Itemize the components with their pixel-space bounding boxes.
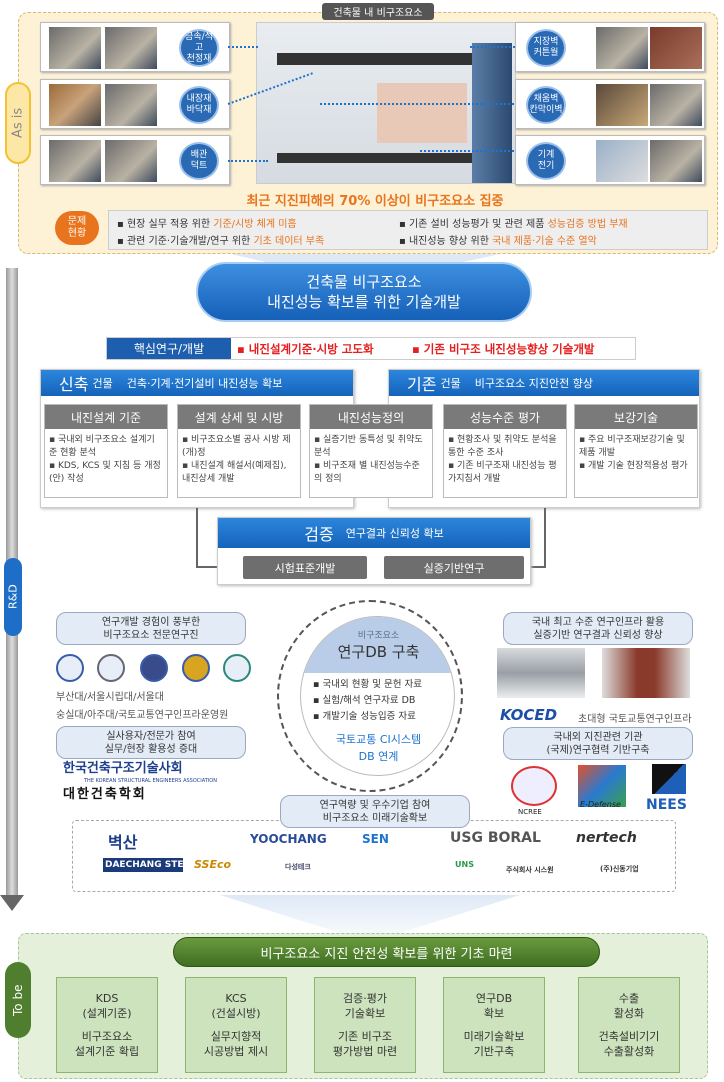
sub-performance-definition: 내진성능정의▪ 실증기반 동특성 및 취약도 분석▪ 비구조재 별 내진성능수준… bbox=[309, 404, 433, 498]
sub-design-details: 설계 상세 및 시방▪ 비구조요소별 공사 시방 제(개)정▪ 내진설계 해설서… bbox=[177, 404, 301, 498]
connector bbox=[196, 566, 218, 568]
ncree-label: NCREE bbox=[518, 808, 542, 816]
company-logo: USG BORAL bbox=[450, 830, 541, 846]
core-research-label: 핵심연구/개발 bbox=[107, 338, 231, 359]
building-cutaway-image bbox=[256, 22, 516, 184]
aik-logo: 대한건축학회 bbox=[63, 787, 147, 802]
company-logo: 벽산 bbox=[108, 833, 138, 852]
problem-item: ▪ 현장 실무 적용 위한 기준/시방 체계 미흡 bbox=[117, 219, 297, 230]
cycle-ring bbox=[277, 600, 463, 792]
company-logo: YOOCHANG bbox=[250, 832, 327, 846]
as-is-label: As is bbox=[5, 82, 31, 164]
ncree-logo bbox=[511, 766, 557, 806]
problem-list: ▪ 현장 실무 적용 위한 기준/시방 체계 미흡 ▪ 관련 기준·기술개발/연… bbox=[108, 210, 708, 250]
sub-retrofit: 보강기술▪ 주요 비구조재보강기술 및 제품 개발▪ 개발 기술 현장적용성 평… bbox=[574, 404, 698, 498]
company-logo: UNS bbox=[455, 860, 474, 869]
company-logo: (주)신동기업 bbox=[600, 865, 639, 873]
university-logo bbox=[97, 654, 125, 682]
problem-item: ▪ 내진성능 향상 위한 국내 제품·기술 수준 열악 bbox=[399, 236, 597, 247]
rnd-label: R&D bbox=[4, 558, 22, 636]
connector bbox=[530, 566, 546, 568]
university-logo bbox=[140, 654, 168, 682]
core-item: ▪ 내진설계기준·시방 고도화 bbox=[237, 342, 374, 356]
empirical-research-box: 실증기반연구 bbox=[384, 556, 524, 579]
sub-performance-evaluation: 성능수준 평가▪ 현황조사 및 취약도 분석을 통한 수준 조사▪ 기존 비구조… bbox=[443, 404, 567, 498]
koced-logo: KOCED bbox=[500, 706, 558, 724]
university-logo bbox=[56, 654, 84, 682]
university-logo bbox=[223, 654, 251, 682]
koced-description: 초대형 국토교통연구인프라 bbox=[578, 714, 692, 725]
connector bbox=[196, 508, 198, 568]
university-logo bbox=[182, 654, 210, 682]
nees-label: NEES bbox=[646, 797, 687, 813]
ksea-english: THE KOREAN STRUCTURAL ENGINEERS ASSOCIAT… bbox=[84, 778, 217, 784]
sub-design-criteria: 내진설계 기준▪ 국내외 비구조요소 설계기준 현황 분석▪ KDS, KCS … bbox=[44, 404, 168, 498]
core-item: ▪ 기존 비구조 내진성능향상 기술개발 bbox=[412, 342, 595, 356]
company-logo: 주식회사 시스원 bbox=[506, 866, 554, 874]
university-names: 숭실대/아주대/국토교통연구인프라운영원 bbox=[56, 710, 229, 721]
test-standard-box: 시험표준개발 bbox=[243, 556, 367, 579]
as-is-headline: 최근 지진피해의 70% 이상이 비구조요소 집중 bbox=[246, 194, 504, 209]
funnel-arrow bbox=[220, 895, 520, 933]
progress-arrow-head bbox=[0, 895, 24, 911]
international-box: 국내외 지진관련 기관(국제)연구협력 기반구축 bbox=[503, 727, 693, 760]
test-facility-photo bbox=[497, 648, 585, 698]
ksea-logo: 한국건축구조기술사회 bbox=[63, 761, 183, 776]
company-logo: SEN bbox=[362, 832, 389, 846]
to-be-title: 비구조요소 지진 안전성 확보를 위한 기초 마련 bbox=[173, 937, 600, 967]
e-defense-label: E-Defense bbox=[580, 800, 621, 809]
university-names: 부산대/서울시립대/서울대 bbox=[56, 692, 164, 703]
company-logo: SSEco bbox=[194, 858, 232, 871]
as-is-title: 건축물 내 비구조요소 bbox=[322, 3, 434, 20]
company-logo: 다성테크 bbox=[285, 863, 311, 871]
to-be-label: To be bbox=[5, 962, 31, 1038]
problem-item: ▪ 관련 기준·기술개발/연구 위한 기초 데이터 부족 bbox=[117, 236, 325, 247]
test-facility-photo bbox=[602, 648, 690, 698]
company-logo: nertech bbox=[576, 830, 637, 846]
problem-item: ▪ 기존 설비 성능평가 및 관련 제품 성능검증 방법 부재 bbox=[399, 219, 628, 230]
company-logo: DAECHANG STEEL bbox=[103, 858, 196, 872]
e-defense-logo bbox=[578, 765, 626, 807]
core-research-bar: 핵심연구/개발 ▪ 내진설계기준·시방 고도화 ▪ 기존 비구조 내진성능향상 … bbox=[106, 337, 636, 360]
nees-logo bbox=[652, 764, 686, 794]
connector bbox=[544, 508, 546, 568]
